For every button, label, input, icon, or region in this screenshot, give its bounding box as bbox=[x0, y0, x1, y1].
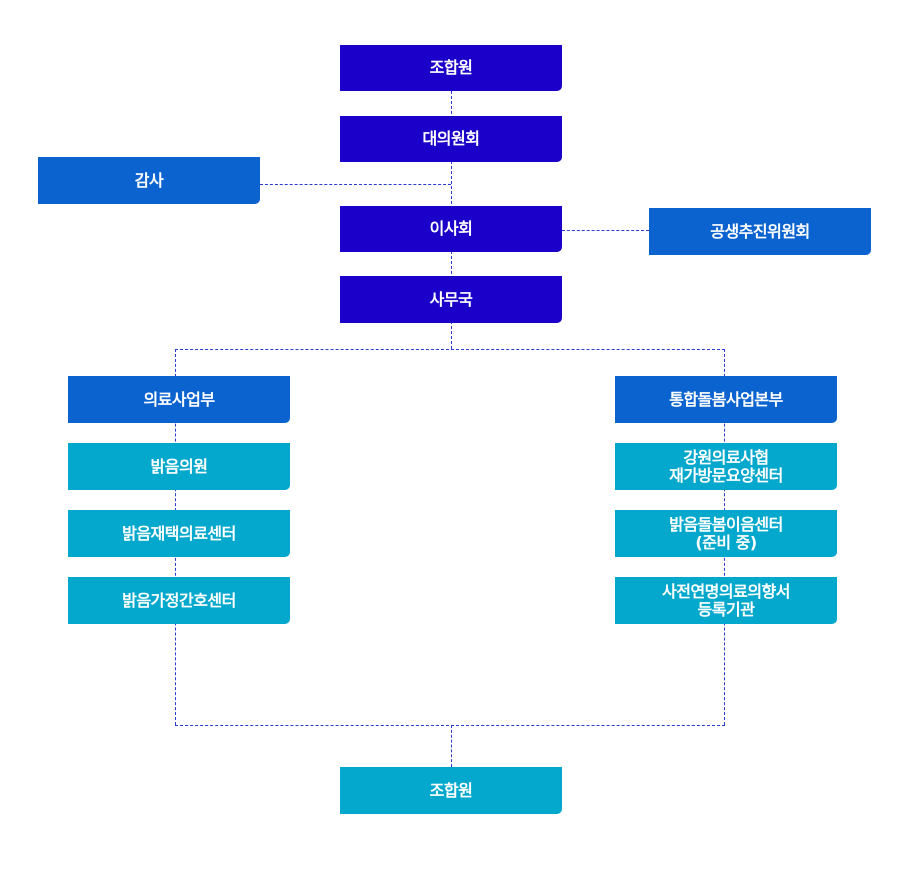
left-division-item-label: 밝음가정간호센터 bbox=[122, 590, 236, 610]
secretariat-label: 사무국 bbox=[429, 289, 473, 309]
right-division-title: 통합돌봄사업본부 bbox=[669, 389, 783, 409]
right-division-item-line2: 등록기관 bbox=[697, 599, 755, 619]
right-division-item-line1: 사전연명의료의향서 bbox=[662, 581, 790, 601]
top-member-label: 조합원 bbox=[429, 58, 473, 77]
right-division-item: 밝음돌봄이음센터 (준비 중) bbox=[615, 510, 837, 557]
connector-committee bbox=[562, 230, 649, 231]
right-division-item: 강원의료사협 재가방문요양센터 bbox=[615, 443, 837, 490]
left-division-item-label: 밝음의원 bbox=[150, 456, 208, 476]
top-member-box: 조합원 bbox=[340, 45, 562, 91]
delegates-label: 대의원회 bbox=[422, 129, 480, 148]
left-division-header: 의료사업부 bbox=[68, 376, 290, 423]
promotion-committee-label: 공생추진위원회 bbox=[710, 221, 810, 241]
left-division-item: 밝음의원 bbox=[68, 443, 290, 490]
left-division-item: 밝음가정간호센터 bbox=[68, 577, 290, 624]
board-box: 이사회 bbox=[340, 206, 562, 252]
left-division-item: 밝음재택의료센터 bbox=[68, 510, 290, 557]
right-division-item-line1: 밝음돌봄이음센터 bbox=[669, 514, 783, 534]
connector-main-vertical-bottom bbox=[451, 725, 452, 767]
connector-branch-bottom bbox=[175, 725, 725, 726]
promotion-committee-box: 공생추진위원회 bbox=[649, 208, 871, 255]
connector-branch-top bbox=[175, 349, 725, 350]
delegates-box: 대의원회 bbox=[340, 116, 562, 162]
right-division-item-line2: 재가방문요양센터 bbox=[669, 465, 783, 485]
auditor-label: 감사 bbox=[134, 170, 164, 190]
connector-auditor bbox=[260, 184, 451, 185]
right-division-item-line1: 강원의료사협 bbox=[683, 447, 769, 467]
bottom-member-box: 조합원 bbox=[340, 767, 562, 814]
right-division-item-line2: (준비 중) bbox=[695, 532, 757, 552]
secretariat-box: 사무국 bbox=[340, 276, 562, 323]
left-division-title: 의료사업부 bbox=[143, 389, 215, 409]
board-label: 이사회 bbox=[429, 219, 473, 238]
left-division-item-label: 밝음재택의료센터 bbox=[122, 523, 236, 543]
auditor-box: 감사 bbox=[38, 157, 260, 204]
bottom-member-label: 조합원 bbox=[429, 780, 473, 800]
right-division-header: 통합돌봄사업본부 bbox=[615, 376, 837, 423]
right-division-item: 사전연명의료의향서 등록기관 bbox=[615, 577, 837, 624]
